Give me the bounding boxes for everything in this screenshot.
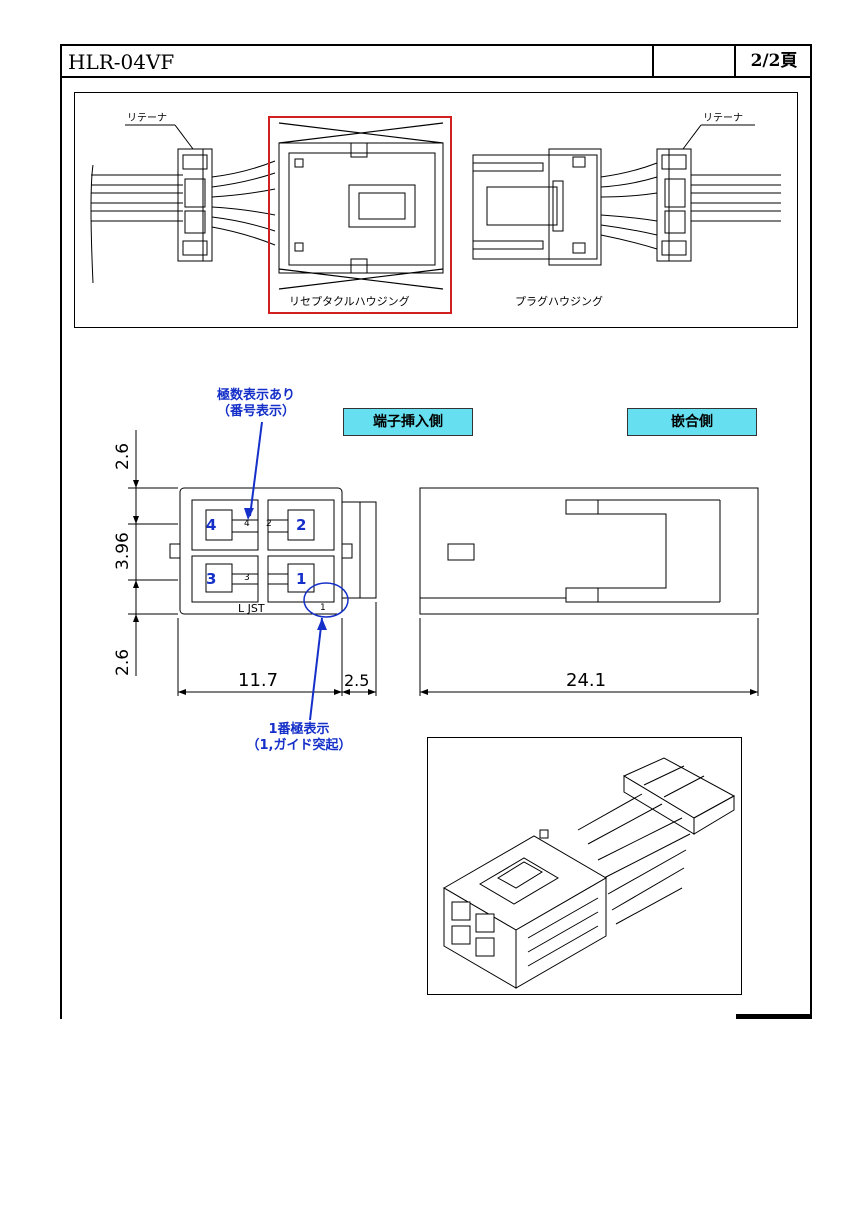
dim-top: 2.6 xyxy=(113,443,133,470)
cavity-number-4: 4 xyxy=(206,516,216,534)
receptacle-highlight xyxy=(268,116,452,314)
mating-illustration: リテーナ リテーナ リセプタクルハウジング プラグハウジング xyxy=(90,112,781,314)
pole-marking-line2: （番号表示） xyxy=(216,404,295,419)
pole-marking-line1: 極数表示あり xyxy=(216,388,295,403)
molded-number-3: 3 xyxy=(244,573,250,583)
pin1-line2: （1,ガイド突起） xyxy=(246,738,352,753)
isometric-view-panel xyxy=(427,737,742,995)
mating-side-label: 嵌合側 xyxy=(627,408,757,436)
plug-label: プラグハウジング xyxy=(515,294,603,308)
molded-number-4: 4 xyxy=(244,519,250,529)
cavity-number-1: 1 xyxy=(296,570,306,588)
molded-number-1: 1 xyxy=(320,603,326,613)
bottom-bar xyxy=(736,1014,812,1019)
brand-mark: L JST xyxy=(238,602,265,615)
retainer-right-label: リテーナ xyxy=(703,112,743,124)
part-number: HLR-04VF xyxy=(68,50,175,74)
cavity-number-2: 2 xyxy=(296,516,306,534)
retainer-left-label: リテーナ xyxy=(127,112,167,124)
molded-number-2: 2 xyxy=(266,519,272,529)
pole-marking-note: 極数表示あり （番号表示） xyxy=(196,388,316,420)
page-number: 2/2頁 xyxy=(734,46,812,76)
pin1-line1: 1番極表示 xyxy=(268,722,330,737)
isometric-connector xyxy=(443,757,736,989)
dimension-drawing: 4 2 3 1 4 2 3 1 L JST 2.6 3.96 2.6 11.7 … xyxy=(113,421,759,720)
dim-bottom: 2.6 xyxy=(113,649,133,676)
pin1-note: 1番極表示 （1,ガイド突起） xyxy=(236,722,362,754)
title-blank-cell xyxy=(652,46,736,76)
dim-latch: 2.5 xyxy=(344,671,369,690)
terminal-side-label: 端子挿入側 xyxy=(343,408,473,436)
dim-mid: 3.96 xyxy=(113,532,133,570)
dim-width: 11.7 xyxy=(238,670,278,691)
dim-length: 24.1 xyxy=(566,670,606,691)
mating-illustration-panel: リテーナ リテーナ リセプタクルハウジング プラグハウジング xyxy=(74,92,798,328)
cavity-number-3: 3 xyxy=(206,570,216,588)
receptacle-label: リセプタクルハウジング xyxy=(289,294,410,308)
title-bar: HLR-04VF 2/2頁 xyxy=(60,44,812,78)
